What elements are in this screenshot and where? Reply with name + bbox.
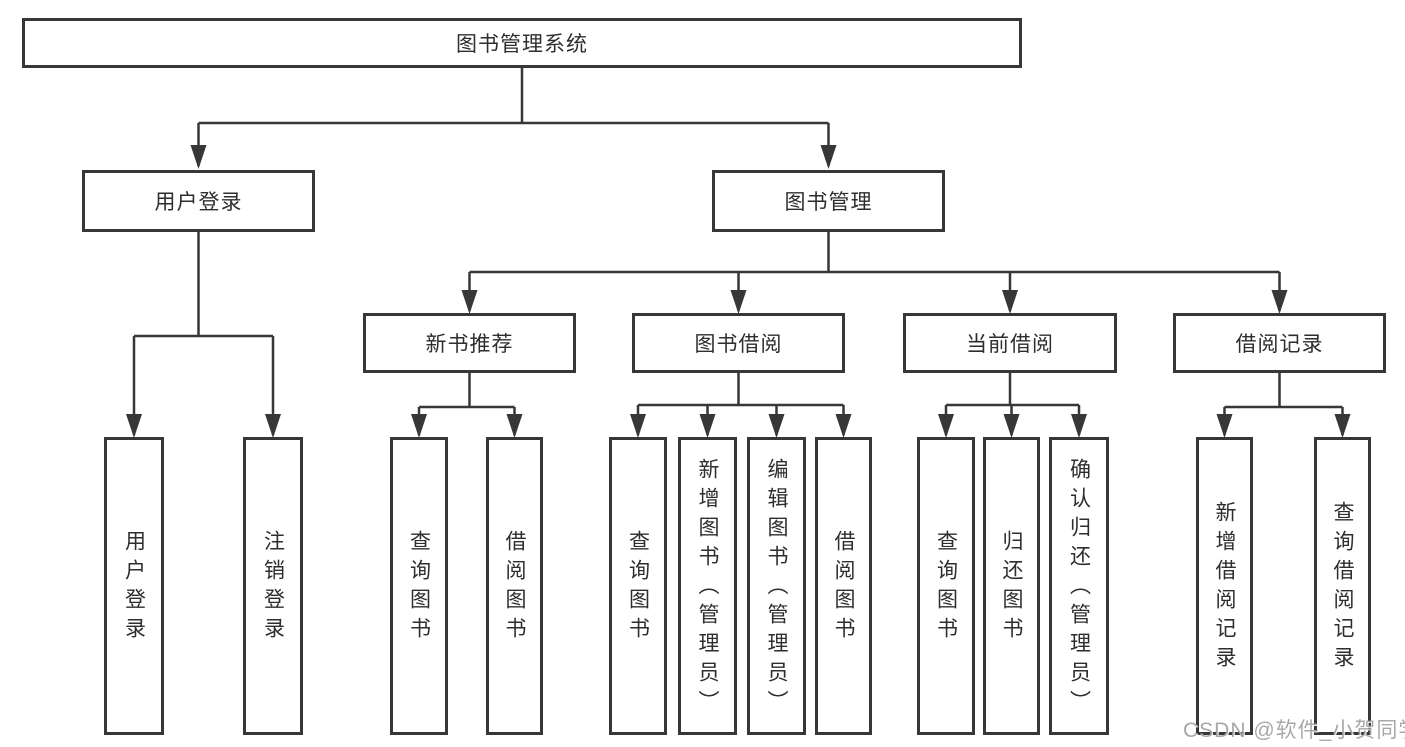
node-book-borrowing: 图书借阅 (632, 313, 845, 373)
leaf-query-books-current: 查询图书 (917, 437, 975, 735)
node-current-borrowing: 当前借阅 (903, 313, 1117, 373)
leaf-borrow-books-recommend: 借阅图书 (486, 437, 543, 735)
arrow-down-icons (126, 145, 1351, 438)
leaf-add-books-admin: 新增图书（管理员） (678, 437, 737, 735)
leaf-query-books-recommend: 查询图书 (390, 437, 448, 735)
node-user-login-branch: 用户登录 (82, 170, 315, 232)
leaf-user-login: 用户登录 (104, 437, 164, 735)
leaf-query-books-borrowing: 查询图书 (609, 437, 667, 735)
leaf-borrow-books-borrowing: 借阅图书 (815, 437, 872, 735)
leaf-logout: 注销登录 (243, 437, 303, 735)
node-book-management-branch: 图书管理 (712, 170, 945, 232)
csdn-watermark: CSDN @软件_小贺同学 (1183, 719, 1405, 742)
node-borrowing-records: 借阅记录 (1173, 313, 1386, 373)
connector-lines (132, 68, 1344, 435)
node-new-book-recommendation: 新书推荐 (363, 313, 576, 373)
leaf-return-books: 归还图书 (983, 437, 1040, 735)
leaf-edit-books-admin: 编辑图书（管理员） (747, 437, 806, 735)
leaf-add-borrow-record: 新增借阅记录 (1196, 437, 1253, 735)
leaf-query-borrow-record: 查询借阅记录 (1314, 437, 1371, 735)
node-library-management-system: 图书管理系统 (22, 18, 1022, 68)
leaf-confirm-return-admin: 确认归还（管理员） (1049, 437, 1109, 735)
